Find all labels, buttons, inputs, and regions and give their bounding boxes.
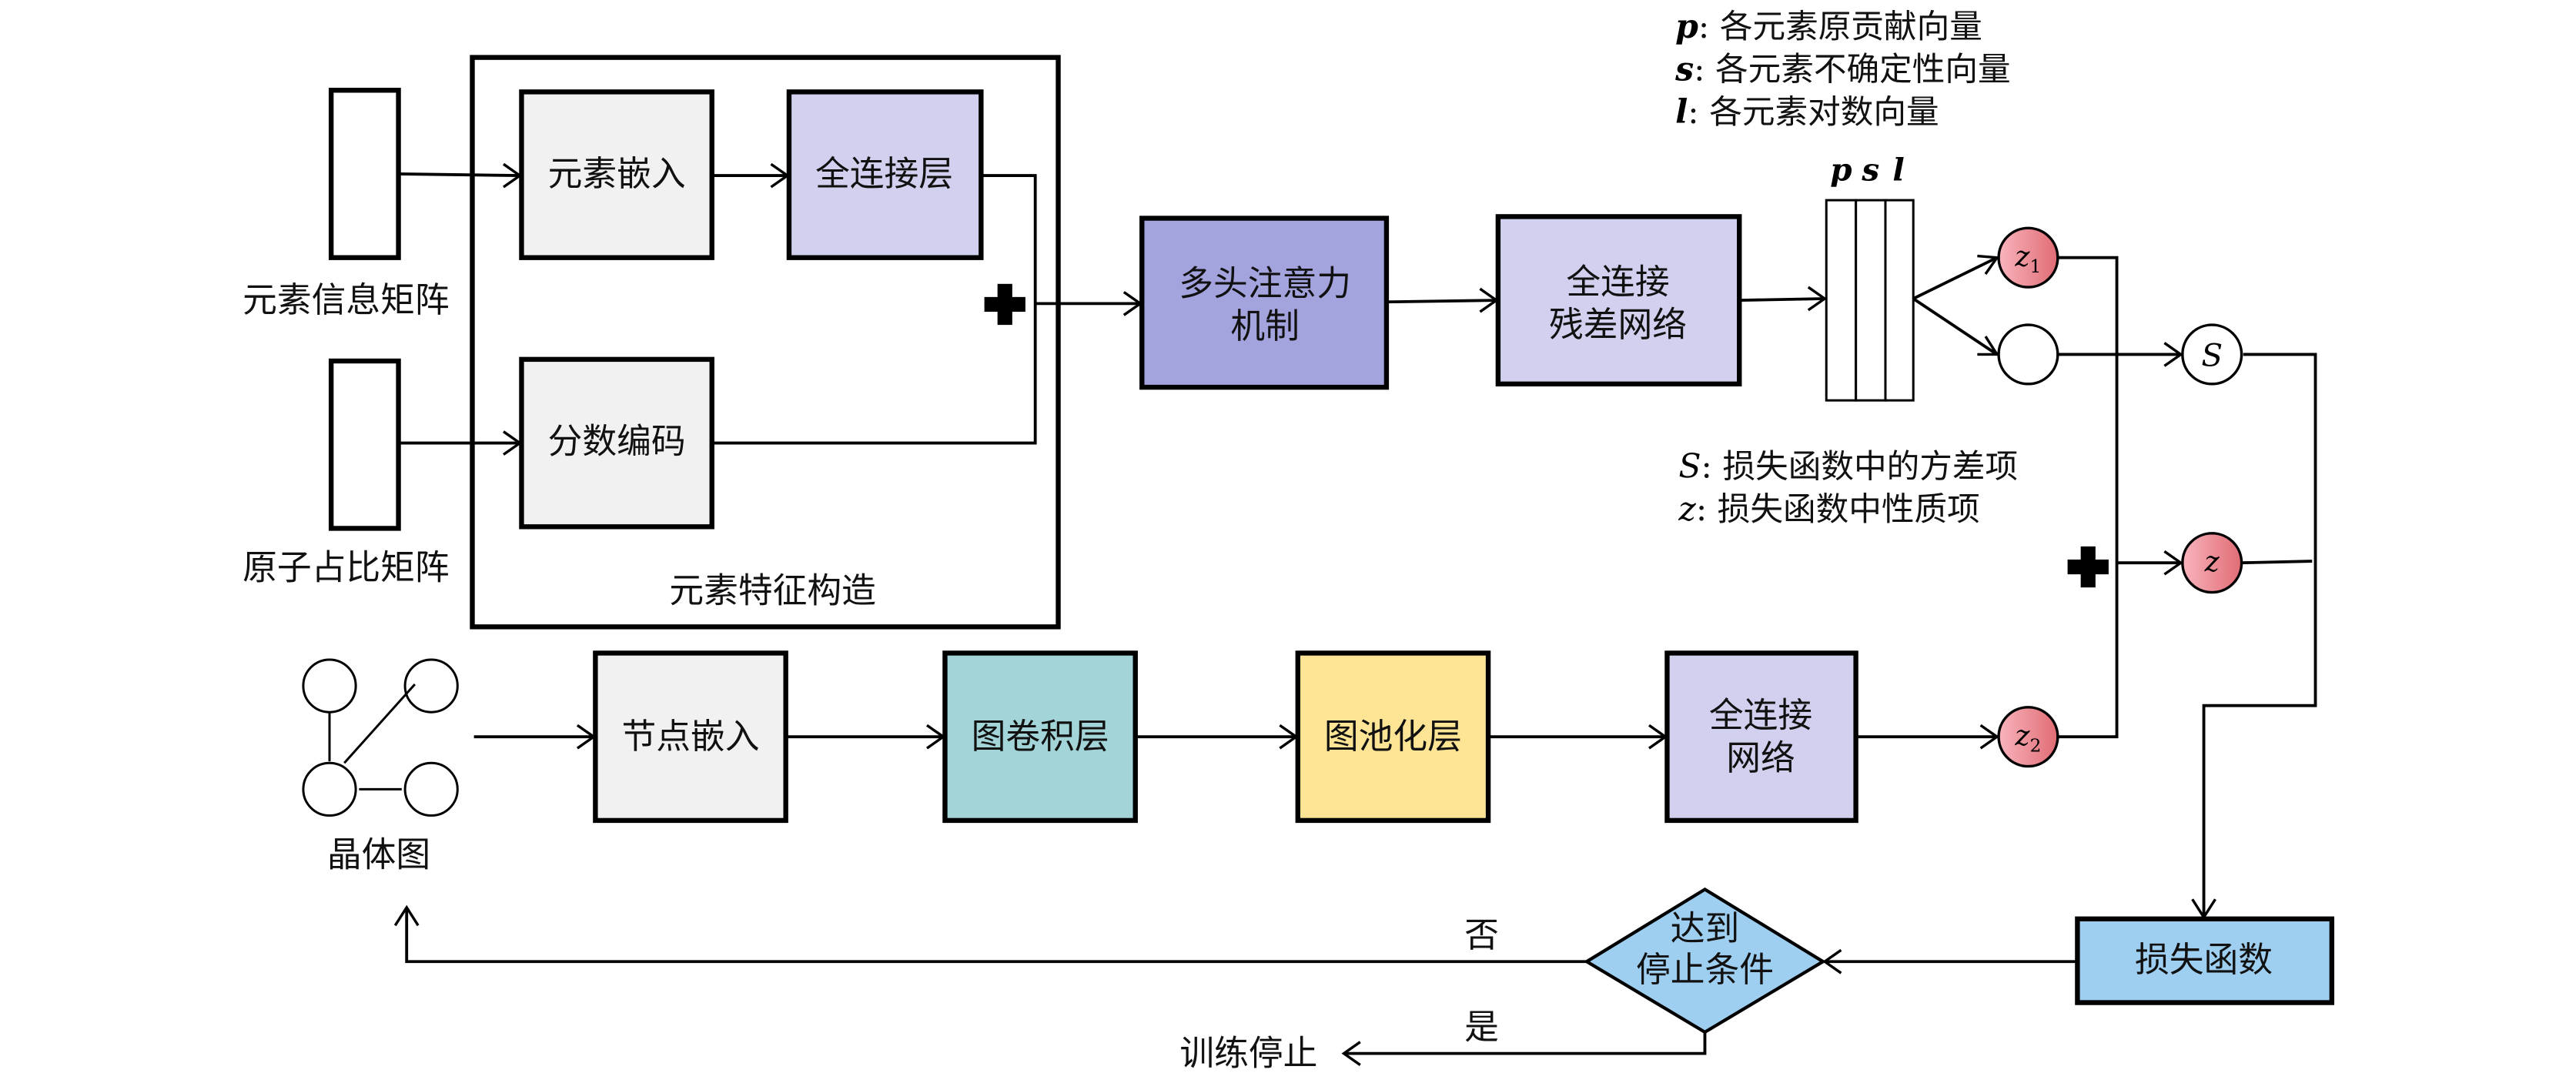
S-label: S bbox=[2201, 336, 2223, 373]
arrowhead bbox=[1341, 1041, 1361, 1066]
node-embedding-box bbox=[593, 650, 788, 824]
arrowhead bbox=[1807, 286, 1828, 312]
gcn-label: 图卷积层 bbox=[972, 716, 1109, 757]
pooling-box bbox=[1295, 650, 1491, 824]
z2-sub: 2 bbox=[2030, 734, 2042, 756]
arrowhead bbox=[1977, 336, 2000, 356]
legend-l-symbol: l bbox=[1675, 93, 1688, 132]
fc-layer-label: 全连接层 bbox=[815, 153, 953, 194]
training-stop-label: 训练停止 bbox=[1179, 1033, 1317, 1074]
residual-network-box bbox=[1495, 214, 1742, 387]
arrowhead bbox=[1979, 724, 1999, 750]
legend-p-symbol: p bbox=[1675, 8, 1698, 46]
fraction-encoding-label: 分数编码 bbox=[548, 420, 686, 461]
stop-condition-line2: 停止条件 bbox=[1636, 949, 1774, 990]
fc-to-merge-line bbox=[711, 174, 1037, 445]
legend-z: z: 损失函数中性质项 bbox=[1678, 490, 1979, 529]
arrow-residual-to-psl bbox=[1739, 297, 1825, 303]
s-vector bbox=[1855, 199, 1887, 402]
arrowhead bbox=[503, 430, 523, 456]
p-vector bbox=[1825, 199, 1858, 402]
atom-fraction-matrix bbox=[328, 358, 401, 531]
legend-S: S: 损失函数中的方差项 bbox=[1678, 447, 2018, 486]
no-branch-line bbox=[405, 907, 1587, 964]
crystal-graph-icon bbox=[302, 658, 459, 817]
psl-header-s: s bbox=[1861, 152, 1879, 189]
z1-z2-merge-line bbox=[2057, 256, 2119, 739]
psl-header-p: p bbox=[1830, 152, 1852, 189]
z2-node bbox=[1997, 706, 2059, 768]
legend-s: s: 各元素不确定性向量 bbox=[1674, 50, 2011, 89]
arrowhead bbox=[503, 162, 523, 189]
element-info-label: 元素信息矩阵 bbox=[243, 279, 449, 320]
legend-vectors: p: 各元素原贡献向量 s: 各元素不确定性向量 l: 各元素对数向量 bbox=[1674, 8, 2011, 132]
residual-label-line2: 残差网络 bbox=[1549, 304, 1687, 345]
arrow-attention-to-residual bbox=[1386, 299, 1497, 304]
legend-l: l: 各元素对数向量 bbox=[1675, 93, 1939, 132]
loss-function-label: 损失函数 bbox=[2135, 939, 2273, 980]
residual-label-line1: 全连接 bbox=[1566, 262, 1669, 303]
element-feature-group bbox=[470, 55, 1061, 630]
element-feature-group-label: 元素特征构造 bbox=[669, 570, 875, 610]
z-label: z bbox=[2204, 545, 2220, 578]
S-to-loss-line bbox=[2202, 353, 2317, 918]
z-to-loop-line bbox=[2241, 560, 2313, 565]
l-vector bbox=[1884, 199, 1915, 402]
fc-network-label-line1: 全连接 bbox=[1709, 694, 1812, 735]
z1-label: z1 bbox=[2014, 239, 2041, 277]
legend-p-text: : 各元素原贡献向量 bbox=[1698, 8, 1982, 46]
legend-s-symbol: s bbox=[1674, 50, 1694, 89]
legend-z-symbol: z bbox=[1678, 490, 1696, 529]
legend-S-symbol: S bbox=[1678, 447, 1701, 486]
S-node bbox=[2181, 323, 2243, 386]
yes-branch-line bbox=[1343, 1031, 1707, 1055]
atom-fraction-label: 原子占比矩阵 bbox=[243, 547, 449, 588]
attention-box bbox=[1139, 216, 1390, 390]
z2-base: z bbox=[2014, 719, 2030, 752]
z1-base: z bbox=[2014, 239, 2030, 272]
variance-input-node bbox=[1997, 323, 2059, 386]
element-info-matrix bbox=[328, 88, 401, 260]
legend-z-text: : 损失函数中性质项 bbox=[1696, 490, 1980, 529]
arrow-psl-to-z1 bbox=[1912, 256, 1998, 300]
element-embedding-box bbox=[519, 89, 714, 260]
attention-label-line1: 多头注意力 bbox=[1179, 263, 1351, 304]
arrowhead bbox=[2163, 342, 2183, 367]
arrowhead bbox=[393, 904, 420, 927]
legend-l-text: : 各元素对数向量 bbox=[1688, 93, 1939, 132]
pooling-label: 图池化层 bbox=[1324, 716, 1462, 757]
arrowhead bbox=[2163, 550, 2183, 576]
legend-loss-terms: S: 损失函数中的方差项 z: 损失函数中性质项 bbox=[1678, 447, 2018, 528]
psl-vector-stack bbox=[1825, 199, 1915, 402]
legend-p: p: 各元素原贡献向量 bbox=[1675, 8, 1982, 46]
node-embedding-label: 节点嵌入 bbox=[622, 716, 760, 757]
psl-header-l: l bbox=[1892, 152, 1904, 189]
plus-icon bbox=[2067, 546, 2109, 588]
element-embedding-label: 元素嵌入 bbox=[548, 153, 686, 194]
gcn-box bbox=[942, 650, 1138, 824]
arrowhead bbox=[770, 162, 790, 189]
no-label: 否 bbox=[1464, 914, 1499, 955]
attention-label-line2: 机制 bbox=[1230, 306, 1300, 346]
arrow-psl-to-s-node bbox=[1912, 297, 1999, 356]
z2-label: z2 bbox=[2014, 719, 2041, 757]
arrow-info-to-embedding bbox=[398, 172, 520, 178]
legend-s-text: : 各元素不确定性向量 bbox=[1694, 50, 2011, 89]
fc-layer-box bbox=[786, 89, 984, 260]
stop-condition-line1: 达到 bbox=[1671, 908, 1739, 949]
arrowhead bbox=[1977, 254, 2000, 275]
crystal-graph-label: 晶体图 bbox=[327, 834, 430, 875]
fc-network-label-line2: 网络 bbox=[1726, 737, 1795, 778]
yes-label: 是 bbox=[1464, 1006, 1499, 1047]
plus-icon bbox=[984, 283, 1025, 326]
loss-function-box bbox=[2075, 916, 2335, 1005]
z1-sub: 1 bbox=[2030, 256, 2042, 277]
legend-S-text: : 损失函数中的方差项 bbox=[1701, 447, 2019, 486]
